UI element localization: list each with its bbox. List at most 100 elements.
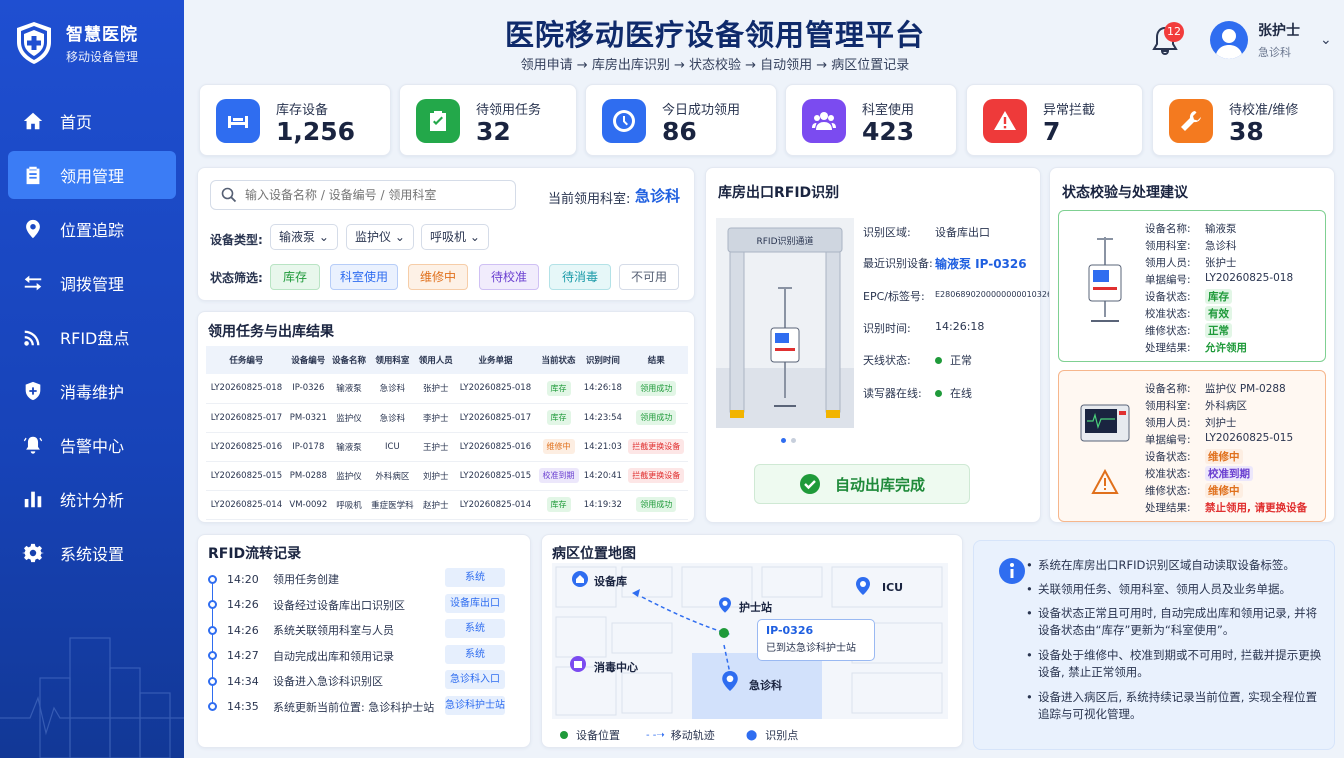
brand: 智慧医院 移动设备管理 — [0, 0, 184, 65]
carousel-dot-active[interactable] — [781, 438, 786, 443]
carousel-dot[interactable] — [791, 438, 796, 443]
device-popup[interactable]: IP-0326 已到达急诊科护士站 — [757, 619, 875, 661]
dropdown-label: 呼吸机 — [430, 230, 467, 244]
table-cell: 库存 — [535, 374, 582, 404]
status-field-value: 刘护士 — [1205, 417, 1237, 429]
status-field-label: 领用人员: — [1145, 257, 1191, 269]
status-chip[interactable]: 维修中 — [408, 264, 468, 290]
dept-value: 急诊科 — [635, 187, 681, 205]
status-chip[interactable]: 不可用 — [619, 264, 679, 290]
stat-card-inventory[interactable]: 库存设备 1,256 — [199, 84, 391, 156]
type-dropdown-monitor[interactable]: 监护仪 ⌄ — [346, 224, 414, 250]
timeline-text: 自动完成出库和领用记录 — [273, 649, 394, 663]
timeline-dot-icon — [208, 600, 217, 609]
sidebar-item-settings[interactable]: 系统设置 — [8, 529, 176, 577]
home-icon — [23, 112, 43, 130]
sidebar-item-stats[interactable]: 统计分析 — [8, 475, 176, 523]
sidebar-item-label: 消毒维护 — [60, 383, 125, 402]
stat-value: 86 — [662, 117, 697, 146]
table-cell: LY20260825-016 — [206, 432, 287, 462]
transfer-arrows-icon — [24, 275, 42, 291]
table-cell: 急诊科 — [368, 374, 417, 404]
status-field-label: 校准状态: — [1145, 468, 1191, 480]
legend-movement-track: - -➝移动轨迹 — [646, 727, 715, 743]
sidebar-item-transfer[interactable]: 调拨管理 — [8, 259, 176, 307]
table-cell: LY20260825-014 — [455, 490, 536, 520]
type-dropdown-infusion[interactable]: 输液泵 ⌄ — [270, 224, 338, 250]
table-cell: 张护士 — [416, 374, 456, 404]
legend-label: 识别点 — [765, 729, 799, 742]
status-field-row: 维修状态:维修中 — [1145, 483, 1243, 498]
sidebar-item-rfid[interactable]: RFID盘点 — [8, 313, 176, 361]
user-role: 急诊科 — [1258, 46, 1291, 59]
map-label-warehouse: 设备库 — [594, 575, 627, 588]
sidebar-item-alarm[interactable]: 告警中心 — [8, 421, 176, 469]
sidebar-item-requisition[interactable]: 领用管理 — [8, 151, 176, 199]
gear-icon — [22, 543, 44, 563]
table-header: 领用人员 — [416, 346, 456, 374]
status-field-label: 单据编号: — [1145, 434, 1191, 446]
stat-card-intercept[interactable]: 异常拦截 7 — [966, 84, 1143, 156]
table-header: 识别时间 — [581, 346, 625, 374]
status-field-value: 库存 — [1205, 289, 1232, 304]
sidebar-item-disinfect[interactable]: 消毒维护 — [8, 367, 176, 415]
status-field-row: 校准状态:有效 — [1145, 306, 1232, 321]
search-box[interactable] — [210, 180, 516, 210]
stat-card-dept[interactable]: 科室使用 423 — [785, 84, 957, 156]
dept-label: 当前领用科室: — [548, 192, 631, 207]
rfid-field-label: 读写器在线: — [863, 387, 922, 400]
stat-value: 7 — [1043, 117, 1061, 146]
status-chip[interactable]: 科室使用 — [330, 264, 398, 290]
table-cell: 领用成功 — [624, 490, 688, 520]
status-field-value: 急诊科 — [1205, 240, 1237, 252]
task-table: 任务编号设备编号设备名称领用科室领用人员业务单据当前状态识别时间结果 LY202… — [206, 346, 688, 520]
timeline-text: 领用任务创建 — [273, 573, 339, 586]
timeline-text: 系统关联领用科室与人员 — [273, 624, 394, 637]
table-cell: LY20260825-017 — [455, 403, 536, 433]
table-header: 设备编号 — [286, 346, 330, 374]
stat-card-calibration[interactable]: 待校准/维修 38 — [1152, 84, 1334, 156]
search-input[interactable] — [245, 188, 505, 202]
sidebar-nav: 首页 领用管理 位置追踪 调拨管理 RFID盘点 消毒维护 告警中心 统计分析 — [0, 97, 184, 583]
table-cell: 领用成功 — [624, 403, 688, 433]
chevron-down-icon[interactable]: ⌄ — [1320, 32, 1332, 48]
stat-label: 待校准/维修 — [1229, 103, 1299, 118]
status-field-row: 领用科室:外科病区 — [1145, 398, 1247, 413]
stat-card-success[interactable]: 今日成功领用 86 — [585, 84, 777, 156]
legend-recognition-point: ⬤识别点 — [746, 727, 798, 743]
result-badge: 拦截更换设备 — [628, 468, 685, 483]
notification-badge: 12 — [1164, 22, 1184, 42]
sidebar-item-home[interactable]: 首页 — [8, 97, 176, 145]
filter-panel: 当前领用科室: 急诊科 设备类型: 输液泵 ⌄ 监护仪 ⌄ 呼吸机 ⌄ 状态筛选… — [197, 167, 695, 301]
warning-icon — [983, 99, 1027, 143]
type-dropdown-ventilator[interactable]: 呼吸机 ⌄ — [421, 224, 489, 250]
rfid-flow-title: RFID流转记录 — [208, 546, 302, 562]
status-field-row: 设备名称:监护仪 PM-0288 — [1145, 381, 1286, 396]
status-card-allowed[interactable]: 设备名称:输液泵领用科室:急诊科领用人员:张护士单据编号:LY20260825-… — [1058, 210, 1326, 362]
status-chip[interactable]: 待消毒 — [549, 264, 611, 290]
timeline-time: 14:20 — [227, 572, 259, 586]
user-menu[interactable]: 张护士 急诊科 ⌄ — [1210, 20, 1332, 60]
ward-map-panel: 病区位置地图 设备库 ICU 护士站 消毒中心 急诊科 IP-0326 已到达急… — [541, 534, 963, 748]
sidebar-item-location[interactable]: 位置追踪 — [8, 205, 176, 253]
status-field-value: 维修中 — [1205, 483, 1243, 498]
stat-card-pending[interactable]: 待领用任务 32 — [399, 84, 577, 156]
status-chip[interactable]: 库存 — [270, 264, 320, 290]
timeline-time: 14:26 — [227, 623, 259, 637]
table-cell: 拦截更换设备 — [624, 461, 688, 491]
table-cell: LY20260825-014 — [206, 490, 287, 520]
timeline-item: 14:20 领用任务创建 — [208, 571, 339, 587]
stat-label: 异常拦截 — [1043, 103, 1096, 118]
result-badge: 拦截更换设备 — [628, 439, 685, 454]
table-header: 任务编号 — [206, 346, 287, 374]
stat-label: 待领用任务 — [476, 103, 542, 118]
table-cell: 14:19:32 — [581, 490, 625, 520]
status-field-label: 设备名称: — [1145, 383, 1191, 395]
status-chip[interactable]: 待校准 — [479, 264, 539, 290]
